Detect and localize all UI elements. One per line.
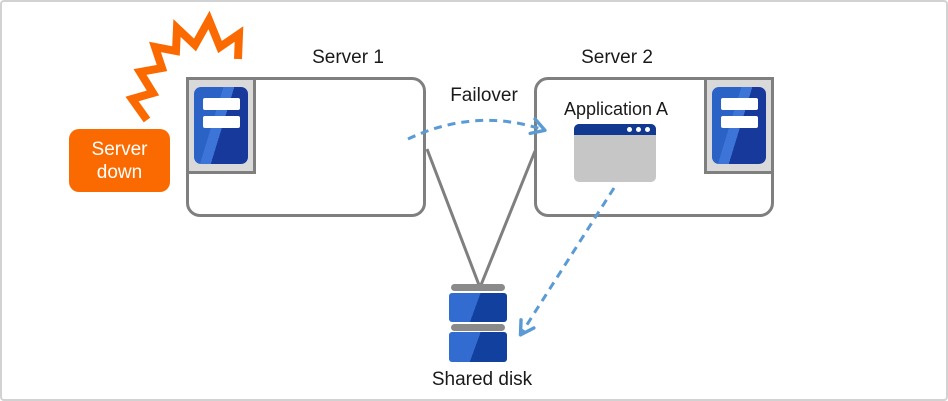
failover-arrow: [407, 117, 547, 141]
server-icon: [194, 87, 248, 164]
server-led-bar: [721, 116, 758, 128]
server-down-badge-line1: Server: [91, 138, 148, 160]
server2-label: Server 2: [581, 47, 653, 68]
shared-disk-icon: [451, 284, 505, 291]
server-led-bar: [721, 98, 758, 110]
application-label: Application A: [563, 99, 669, 119]
app-window-icon: [574, 124, 656, 182]
failover-label: Failover: [450, 85, 518, 106]
server1-icon-panel: [186, 77, 256, 174]
server-down-badge: Server down: [69, 129, 170, 192]
server-led-bar: [203, 98, 240, 110]
server-led-bar: [203, 116, 240, 128]
shared-disk-label: Shared disk: [431, 369, 533, 390]
shared-disk-icon: [451, 324, 505, 331]
server2-disk-line: [479, 150, 537, 286]
server1-disk-line: [425, 148, 481, 286]
shared-disk-icon: [449, 332, 507, 362]
window-control-dot: [627, 127, 632, 132]
server-down-badge-line2: down: [96, 161, 143, 183]
window-control-dot: [636, 127, 641, 132]
server1-label: Server 1: [312, 47, 384, 68]
server2-icon-panel: [704, 77, 774, 174]
shared-disk-icon: [449, 293, 507, 322]
window-control-dot: [645, 127, 650, 132]
app-window-titlebar: [574, 124, 656, 135]
server-icon: [712, 87, 766, 164]
